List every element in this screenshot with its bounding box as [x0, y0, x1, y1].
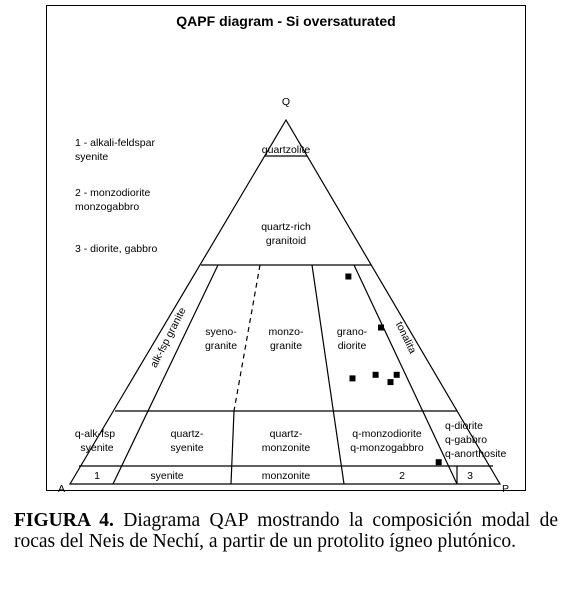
vertex-label-a: A [58, 483, 65, 495]
vertex-label-p: P [502, 483, 509, 495]
sample-point-7 [435, 459, 442, 466]
field-tonalite: tonalita [393, 320, 419, 356]
boundary-ap65 [311, 264, 345, 485]
field-bottom-1: 1 [94, 470, 100, 482]
boundary-ap35-dashed [233, 264, 261, 412]
field-quartz-syenite-1: quartz- [171, 428, 204, 440]
field-granodiorite-2: diorite [338, 340, 367, 352]
field-monzogranite-2: granite [270, 340, 302, 352]
field-q-diorite-3: q-anorthosite [445, 448, 506, 460]
qapf-diagram: QAPF diagram - Si oversaturated 1 - alka… [58, 13, 509, 495]
field-q-monzodiorite-2: q-monzogabbro [350, 442, 424, 454]
sample-point-1 [345, 273, 352, 280]
boundary-ap90 [353, 264, 458, 485]
field-quartz-syenite-2: syenite [170, 442, 203, 454]
caption-text: Diagrama QAP mostrando la composición mo… [14, 510, 559, 552]
field-q-monzodiorite-1: q-monzodiorite [352, 428, 422, 440]
sample-point-5 [387, 379, 394, 386]
field-bottom-3: 3 [467, 470, 473, 482]
field-bottom-syenite: syenite [150, 470, 183, 482]
boundary-ap10 [112, 264, 219, 485]
field-q-alk-fsp-syenite-1: q-alk-fsp [75, 428, 115, 440]
field-bottom-2: 2 [399, 470, 405, 482]
vertex-label-q: Q [282, 96, 290, 108]
sample-point-6 [393, 371, 400, 378]
field-q-diorite-2: q-gabbro [445, 434, 487, 446]
field-granodiorite-1: grano- [337, 326, 368, 338]
sample-point-3 [349, 375, 356, 382]
field-q-diorite-1: q-diorite [445, 420, 483, 432]
field-syenogranite-1: syeno- [205, 326, 237, 338]
sample-points [345, 273, 442, 466]
triangle-outline [68, 118, 502, 485]
figure-caption: FIGURA 4. Diagrama QAP mostrando la comp… [14, 510, 558, 552]
legend-item-3-line1: 3 - diorite, gabbro [75, 243, 157, 255]
field-quartzolite: quartzolite [262, 144, 311, 156]
field-q-alk-fsp-syenite-2: syenite [80, 442, 113, 454]
diagram-title: QAPF diagram - Si oversaturated [176, 13, 395, 29]
field-quartz-rich-2: granitoid [266, 235, 306, 247]
field-bottom-monzonite: monzonite [262, 470, 311, 482]
field-quartz-monzonite-2: monzonite [262, 442, 311, 454]
field-syenogranite-2: granite [205, 340, 237, 352]
boundary-ap35-lower [230, 410, 235, 485]
legend-item-2-line1: 2 - monzodiorite [75, 187, 150, 199]
field-quartz-monzonite-1: quartz- [270, 428, 303, 440]
legend-item-2-line2: monzogabbro [75, 201, 139, 213]
sample-point-2 [378, 324, 384, 331]
legend-item-1-line2: syenite [75, 151, 108, 163]
figure-frame [46, 5, 526, 491]
sample-point-4 [372, 371, 379, 378]
legend-item-1-line1: 1 - alkali-feldspar [75, 137, 155, 149]
field-monzogranite-1: monzo- [268, 326, 304, 338]
field-quartz-rich-1: quartz-rich [261, 221, 311, 233]
caption-label: FIGURA 4. [14, 510, 114, 531]
